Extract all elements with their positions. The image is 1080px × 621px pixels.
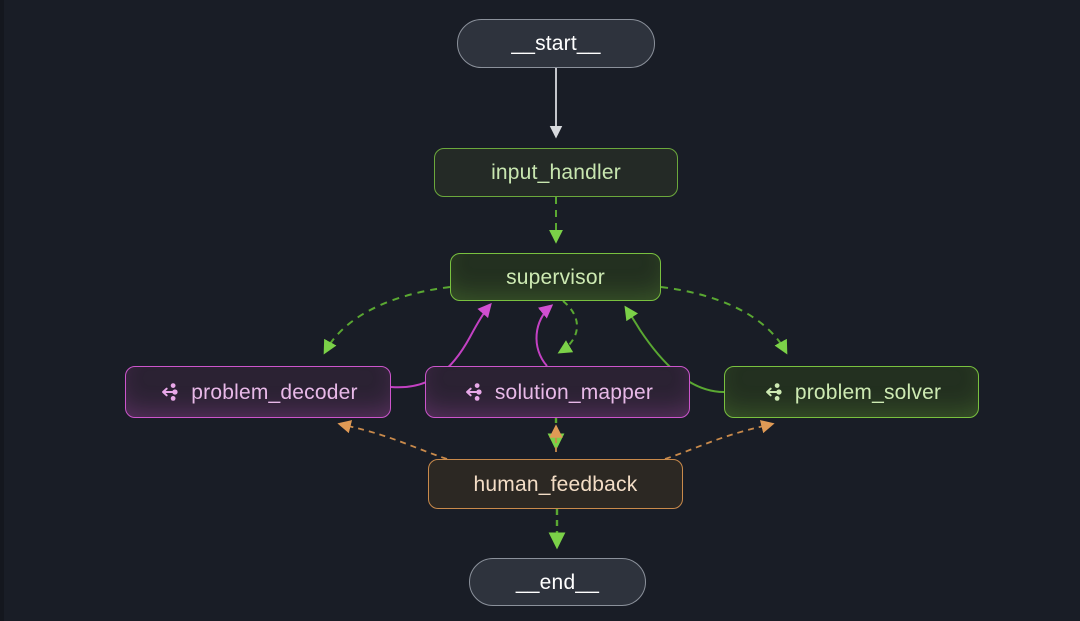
node-human-feedback[interactable]: human_feedback bbox=[428, 459, 683, 509]
node-problem-solver-label: problem_solver bbox=[794, 380, 942, 404]
edge-human-feedback-to-problem-solver bbox=[664, 420, 775, 460]
edge-supervisor-to-problem-solver bbox=[660, 286, 788, 355]
edge-supervisor-to-problem-decoder bbox=[323, 286, 451, 355]
edge-solution-mapper-to-supervisor bbox=[535, 304, 554, 367]
graph-node-icon bbox=[462, 381, 484, 403]
canvas-left-gutter bbox=[0, 0, 4, 621]
node-solution-mapper[interactable]: solution_mapper bbox=[425, 366, 690, 418]
node-start[interactable]: __start__ bbox=[457, 19, 655, 68]
edge-human-feedback-to-problem-decoder bbox=[337, 420, 448, 460]
graph-node-icon bbox=[762, 381, 784, 403]
node-end-label: __end__ bbox=[515, 570, 600, 594]
node-start-label: __start__ bbox=[511, 32, 601, 55]
node-solution-mapper-label: solution_mapper bbox=[494, 380, 654, 404]
node-end[interactable]: __end__ bbox=[469, 558, 646, 606]
node-supervisor-label: supervisor bbox=[506, 265, 605, 289]
node-problem-decoder[interactable]: problem_decoder bbox=[125, 366, 391, 418]
node-problem-solver[interactable]: problem_solver bbox=[724, 366, 979, 418]
node-supervisor[interactable]: supervisor bbox=[450, 253, 661, 301]
node-input-handler-label: input_handler bbox=[491, 161, 621, 184]
edge-supervisor-to-solution-mapper bbox=[557, 300, 578, 354]
node-input-handler[interactable]: input_handler bbox=[434, 148, 678, 197]
node-human-feedback-label: human_feedback bbox=[473, 472, 638, 496]
node-problem-decoder-label: problem_decoder bbox=[191, 380, 358, 404]
graph-node-icon bbox=[158, 381, 180, 403]
